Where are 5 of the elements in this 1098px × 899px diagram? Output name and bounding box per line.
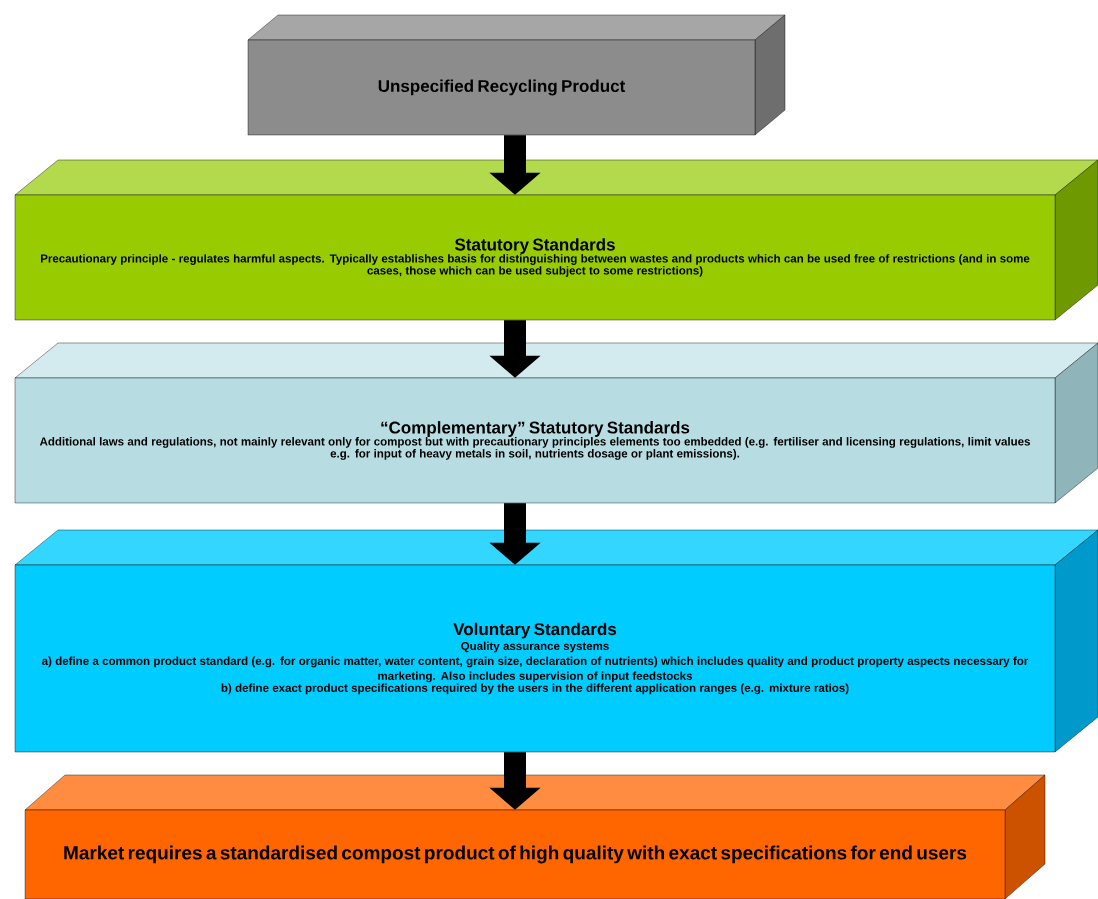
market-box: Market requires a standardised compost product of high quality with exact specifications for end users — [24, 774, 1046, 899]
product-box: Unspecified Recycling Product — [247, 14, 786, 136]
standards-box: Voluntary Standards Quality assurance systems a) define a common product standard (e.g. for organic matter, water content, grain size, declaration of nutrients) which includes quality and product property aspects necessary for marketing. Also includes supervision of input feedstocks b) define exact product specifications required by the users in the different application ranges (e.g. mixture ratios) — [14, 529, 1098, 753]
standards-box: Statutory Standards Precautionary principle - regulates harmful aspects. Typically establishes basis for distinguishing between wastes and products which can be used free of restrictions (and in some cases, those which can be used subject to some restrictions) — [14, 159, 1098, 321]
standards-box: “Complementary” Statutory Standards Additional laws and regulations, not mainly relevant only for compost but with precautionary principles elements too embedded (e.g. fertiliser and licensing regulations, limit values e.g. for input of heavy metals in soil, nutrients dosage or plant emissions). — [14, 342, 1098, 504]
